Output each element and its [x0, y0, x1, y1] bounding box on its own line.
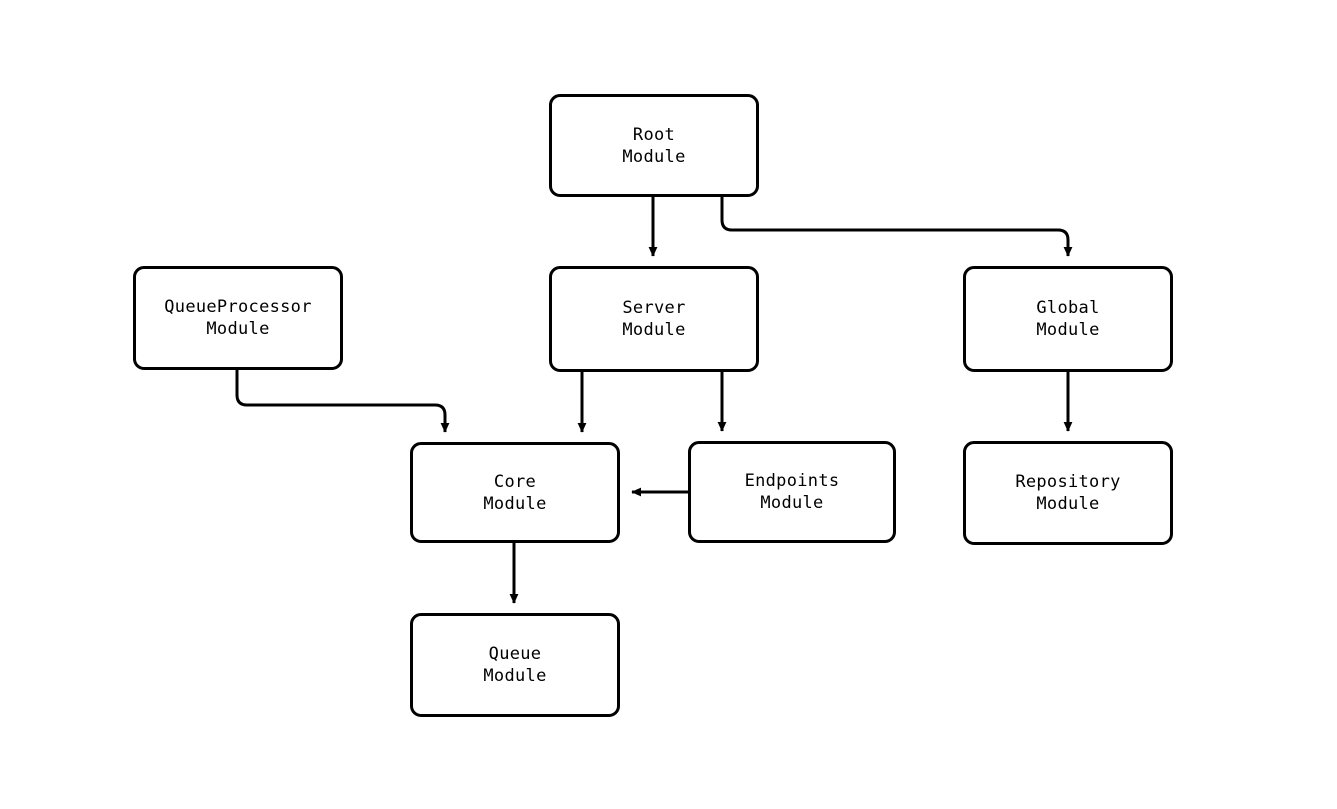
node-repository-module[interactable]: Repository Module — [963, 441, 1173, 545]
node-queueprocessor-module[interactable]: QueueProcessor Module — [133, 266, 343, 370]
node-endpoints-module[interactable]: Endpoints Module — [688, 441, 896, 543]
node-label-queueprocessor-module: QueueProcessor Module — [164, 297, 312, 339]
node-label-repository-module: Repository Module — [1015, 472, 1121, 514]
node-label-endpoints-module: Endpoints Module — [744, 471, 840, 513]
edge-root-to-global — [720, 197, 1073, 257]
node-label-root-module: Root Module — [622, 124, 686, 167]
node-queue-module[interactable]: Queue Module — [410, 613, 620, 717]
node-label-global-module: Global Module — [1036, 298, 1100, 340]
node-label-server-module: Server Module — [622, 298, 686, 340]
edge-queueprocessor-to-core — [235, 370, 450, 433]
node-global-module[interactable]: Global Module — [963, 266, 1173, 372]
node-server-module[interactable]: Server Module — [549, 266, 759, 372]
node-label-queue-module: Queue Module — [483, 644, 547, 686]
node-core-module[interactable]: Core Module — [410, 442, 620, 543]
node-label-core-module: Core Module — [483, 471, 547, 514]
node-root-module[interactable]: Root Module — [549, 94, 759, 197]
